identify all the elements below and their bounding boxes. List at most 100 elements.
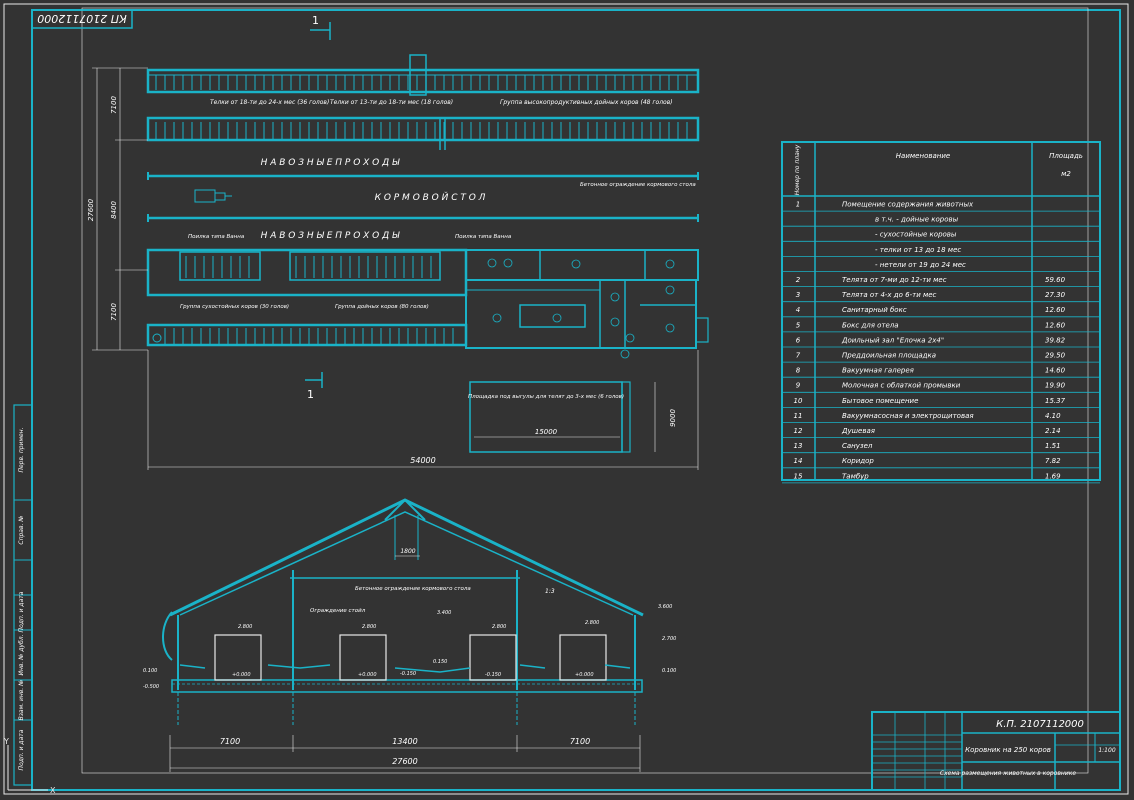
title-subtitle: Схема размещения животных в коровнике: [940, 770, 1076, 777]
side-label-f: Подп. и дата: [18, 729, 25, 770]
lower-stall-block: [146, 248, 468, 297]
table-row-name: Вакуумнасосная и электрощитовая: [842, 412, 974, 420]
table-row-num: 5: [796, 321, 801, 329]
table-header-unit: м2: [1061, 170, 1071, 178]
table-row-name: Душевая: [841, 427, 875, 435]
stamp-code: КП 2107112000: [37, 12, 127, 25]
ucs-axis-icon: X Y: [3, 737, 56, 795]
table-row-area: 39.82: [1045, 336, 1066, 344]
table-row-name: Помещение содержания животных: [842, 201, 974, 209]
table-row-num: 2: [796, 276, 801, 284]
lvl-right-low: 0.100: [662, 668, 676, 674]
outer-frame: [3, 3, 1129, 795]
cross-section: 7100 13400 7100 27600 1800 1:3 Бетонное …: [143, 498, 676, 772]
floor-plan: 1 Телки от 18-ти до 24-х мес (36 голов) …: [87, 14, 709, 470]
table-row-num: 9: [796, 382, 801, 390]
table-row-num: 15: [794, 472, 803, 480]
title-code: К.П. 2107112000: [996, 719, 1084, 730]
lvl-left: 0.100: [143, 668, 157, 674]
table-row-name: Молочная с облаткой промывки: [842, 382, 961, 390]
table-header-num: Номер по плану: [794, 144, 801, 195]
lvl-2800-b: 2.800: [362, 624, 376, 630]
dim-span-right: 7100: [570, 737, 590, 746]
table-row-name: в т.ч. - дойные коровы: [875, 216, 959, 224]
cow-outline: [339, 634, 387, 681]
room-number-circle: [665, 259, 675, 269]
explication-table: Номер по плану Наименование Площадь м2 1…: [781, 141, 1101, 484]
lvl-0150: 0.150: [433, 659, 447, 665]
title-scale: 1:100: [1098, 747, 1115, 754]
calf-rooms: [465, 249, 699, 281]
roof-slope: 1:3: [545, 588, 555, 595]
room-number-circle: [610, 292, 620, 302]
dim-span-left: 7100: [220, 737, 240, 746]
lvl-2800-c: 2.800: [492, 624, 506, 630]
room-number-circle: [610, 317, 620, 327]
table-row-area: 4.10: [1045, 412, 1061, 420]
floor-slab: [171, 679, 643, 693]
table-row-num: 4: [796, 306, 800, 314]
section-label-fence: Бетонное ограждение кормового стола: [355, 586, 471, 592]
dim-plan-middle: 8400: [110, 201, 118, 219]
stamp-box: [31, 9, 133, 29]
dim-yard-length: 15000: [535, 428, 558, 436]
side-label-e: Взам. инв. №: [18, 680, 25, 721]
table-row-area: 2.14: [1045, 427, 1061, 435]
table-header-name: Наименование: [896, 152, 950, 160]
section-label-stall: Ограждение стойл: [310, 608, 366, 614]
lvl-plus-c: +0.000: [575, 672, 594, 678]
tractor-icon: [194, 189, 232, 203]
table-row-num: 14: [794, 457, 803, 465]
table-row-name: Бытовое помещение: [842, 397, 918, 405]
dim-plan-bottom: 7100: [110, 303, 118, 321]
table-row-area: 14.60: [1045, 367, 1066, 375]
section-marker-top: 1: [312, 14, 319, 27]
rooms-lower-1: Группа сухостойных коров (30 голов): [180, 304, 289, 310]
lvl-2800-a: 2.800: [238, 624, 252, 630]
milking-parlor: [519, 304, 586, 328]
lvl-minus-b: -0.150: [485, 672, 501, 678]
lvl-minus-a: -0.150: [400, 671, 416, 677]
lvl-right-mid: 2.700: [662, 636, 676, 642]
table-row-num: 3: [796, 291, 800, 299]
feed-table-note: Бетонное ограждение кормового стола: [580, 182, 696, 188]
table-row-area: 7.82: [1045, 457, 1061, 465]
dim-1800: 1800: [400, 548, 415, 555]
table-row-name: Преддоильная площадка: [842, 352, 936, 360]
table-row-name: Доильный зал "Елочка 2х4": [841, 336, 944, 344]
table-row-area: 12.60: [1045, 321, 1066, 329]
room-number-circle: [487, 258, 497, 268]
table-row-name: Коридор: [842, 457, 874, 465]
room-number-circle: [620, 349, 630, 359]
title-name: Коровник на 250 коров: [965, 746, 1051, 754]
side-label-a: Перв. примен.: [18, 427, 25, 472]
table-row-name: Санузел: [842, 442, 873, 450]
milking-block: [465, 279, 697, 349]
table-row-area: 12.60: [1045, 306, 1066, 314]
table-row-num: 1: [796, 201, 800, 209]
cow-outline: [469, 634, 517, 681]
table-row-num: 8: [796, 367, 801, 375]
side-label-c: Подп. и дата: [18, 591, 25, 632]
table-row-num: 7: [796, 352, 801, 360]
second-stall-row: [146, 116, 700, 142]
lvl-right-top: 3.600: [658, 604, 672, 610]
room-number-circle: [571, 259, 581, 269]
table-row-num: 12: [794, 427, 803, 435]
lvl-3400: 3.400: [437, 610, 451, 616]
table-row-name: - сухостойные коровы: [875, 231, 957, 239]
rooms-lower-2: Группа дойных коров (80 голов): [335, 304, 429, 310]
lvl-2800-d: 2.800: [585, 620, 599, 626]
dim-section-total: 27600: [392, 757, 417, 766]
rooms-upper-2: Телки от 13-ти до 18-ти мес (18 голов): [330, 99, 453, 106]
table-row-num: 10: [794, 397, 803, 405]
work-area: [81, 7, 1089, 774]
table-row-name: - нетели от 19 до 24 мес: [875, 261, 966, 269]
cow-outline: [214, 634, 262, 681]
svg-text:X: X: [50, 786, 56, 795]
top-stall-row: [146, 68, 700, 94]
calf-yard: [469, 381, 623, 453]
manure-passage-top: Н А В О З Н Ы Е П Р О Х О Д Ы: [261, 158, 400, 168]
dim-plan-width: 27600: [87, 198, 95, 221]
